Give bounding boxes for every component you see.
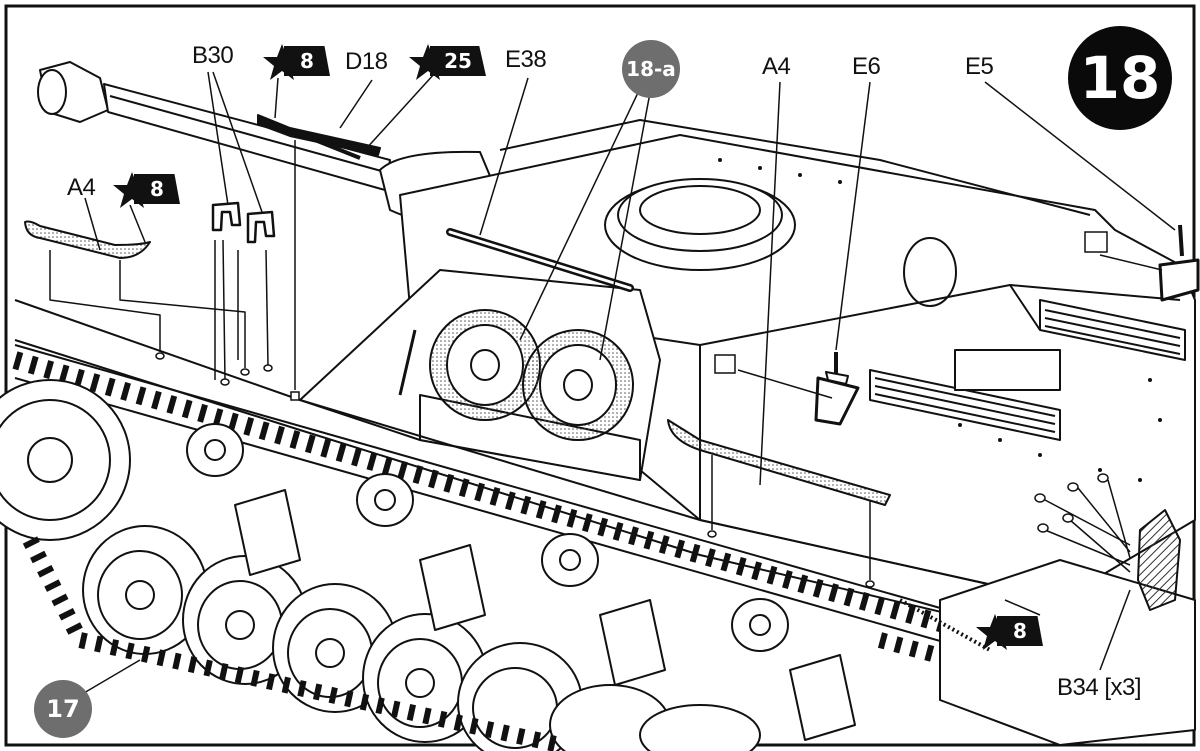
superstructure <box>399 119 1196 601</box>
label-a4-top: A4 <box>762 53 791 80</box>
road-wheel-icon <box>639 704 761 751</box>
star-reference-icon <box>263 44 301 80</box>
reference-number: 25 <box>430 46 486 76</box>
label-b30: B30 <box>192 42 234 69</box>
part-e5 <box>1158 224 1200 302</box>
suspension-brackets <box>234 489 856 741</box>
reference-flag-left: 8 <box>112 170 182 210</box>
part-a4-right <box>667 419 891 506</box>
part-a4-left <box>24 220 151 259</box>
track-upper-run <box>12 344 1003 659</box>
reference-flag-top-right: 25 <box>408 42 488 82</box>
reference-number: 8 <box>284 46 330 76</box>
step-number-badge: 18 <box>1068 26 1172 130</box>
reference-flag-bottom: 8 <box>975 612 1045 652</box>
label-b34: B34 [x3] <box>1057 674 1142 701</box>
star-reference-icon <box>976 614 1014 650</box>
star-reference-icon <box>113 172 151 208</box>
reference-flag-top-left: 8 <box>262 42 332 82</box>
label-e5: E5 <box>965 53 994 80</box>
label-d18: D18 <box>345 48 388 75</box>
leader-lines <box>49 61 1176 701</box>
label-e6: E6 <box>852 53 881 80</box>
track-link-icon <box>1137 509 1181 611</box>
front-hull-plate <box>939 559 1196 746</box>
engine-louvres <box>869 299 1186 441</box>
reference-number: 8 <box>134 174 180 204</box>
track-lower-run <box>22 536 562 751</box>
part-b30-clamp <box>211 201 242 232</box>
part-e6 <box>814 352 860 426</box>
return-rollers <box>186 423 789 652</box>
part-d18 <box>257 114 381 156</box>
star-reference-icon <box>409 44 447 80</box>
attachment-points <box>155 231 1109 588</box>
drive-sprocket <box>0 379 131 541</box>
road-wheels <box>82 525 761 751</box>
label-e38: E38 <box>505 46 547 73</box>
previous-step-badge: 17 <box>34 680 92 738</box>
sub-step-badge: 18-a <box>622 40 680 98</box>
part-b30-clamp <box>246 210 276 244</box>
label-a4-left: A4 <box>67 174 96 201</box>
reference-number: 8 <box>997 616 1043 646</box>
